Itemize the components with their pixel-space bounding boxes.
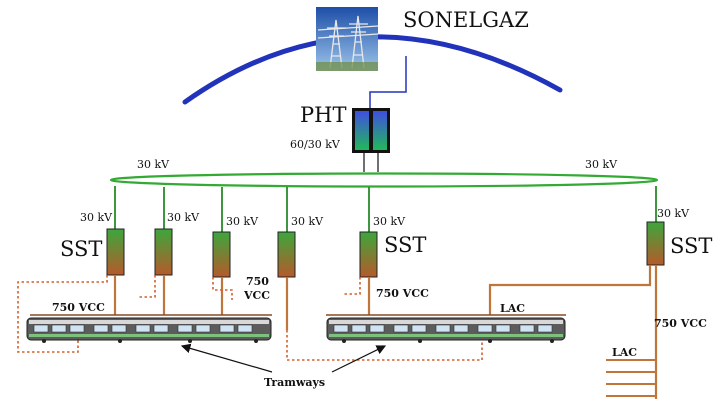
return-circuit-1: [17, 275, 108, 353]
substation-1: [106, 228, 125, 276]
supplier-name: SONELGAZ: [403, 8, 529, 32]
return-circuit-4: [286, 330, 483, 361]
tramways-arrow-left: [180, 343, 273, 373]
sst-4-feed-label: 30 kV: [291, 215, 324, 228]
substation-3: [212, 231, 231, 278]
pht-feed-line: [369, 56, 407, 108]
ring-right-label: 30 kV: [585, 158, 618, 171]
substation-5-name: SST: [384, 233, 426, 257]
sst-3-feed-label: 30 kV: [226, 215, 259, 228]
substation-5: [359, 231, 378, 278]
sst-1-feed-label: 30 kV: [80, 211, 113, 224]
ring-left-label: 30 kV: [137, 158, 170, 171]
return-circuit-5: [344, 277, 361, 295]
ring-30kv: [109, 172, 659, 188]
pht-transformer: [352, 108, 390, 172]
sst-5-feed-label: 30 kV: [373, 215, 406, 228]
tram-right: [326, 317, 566, 343]
pht-label: PHT: [300, 103, 346, 127]
substation-2: [154, 228, 173, 276]
pht-ratio-label: 60/30 kV: [290, 138, 341, 151]
return-circuit-3: [212, 277, 233, 300]
dc-label-left: 750 VCC: [52, 301, 105, 314]
substation-6-name: SST: [670, 234, 712, 258]
sst-6-feed-label: 30 kV: [657, 207, 690, 220]
sst-2-feed-label: 30 kV: [167, 211, 200, 224]
substation-4: [277, 231, 296, 278]
return-circuit-2: [137, 275, 156, 298]
lac-label-right: LAC: [612, 346, 637, 359]
dc-label-center: 750 VCC: [376, 287, 429, 300]
tram-left: [26, 317, 272, 343]
tramways-arrow-right: [331, 345, 387, 373]
dc-feeder-6-to-line: [488, 265, 652, 315]
power-pylon-icon: [316, 7, 379, 71]
substation-1-name: SST: [60, 237, 102, 261]
lac-label-center: LAC: [500, 302, 525, 315]
tramways-label: Tramways: [264, 376, 325, 389]
dc-label-middle-2: VCC: [243, 289, 270, 302]
dc-label-middle-1: 750: [246, 275, 269, 288]
dc-label-right: 750 VCC: [654, 317, 707, 330]
substation-6: [646, 221, 665, 266]
